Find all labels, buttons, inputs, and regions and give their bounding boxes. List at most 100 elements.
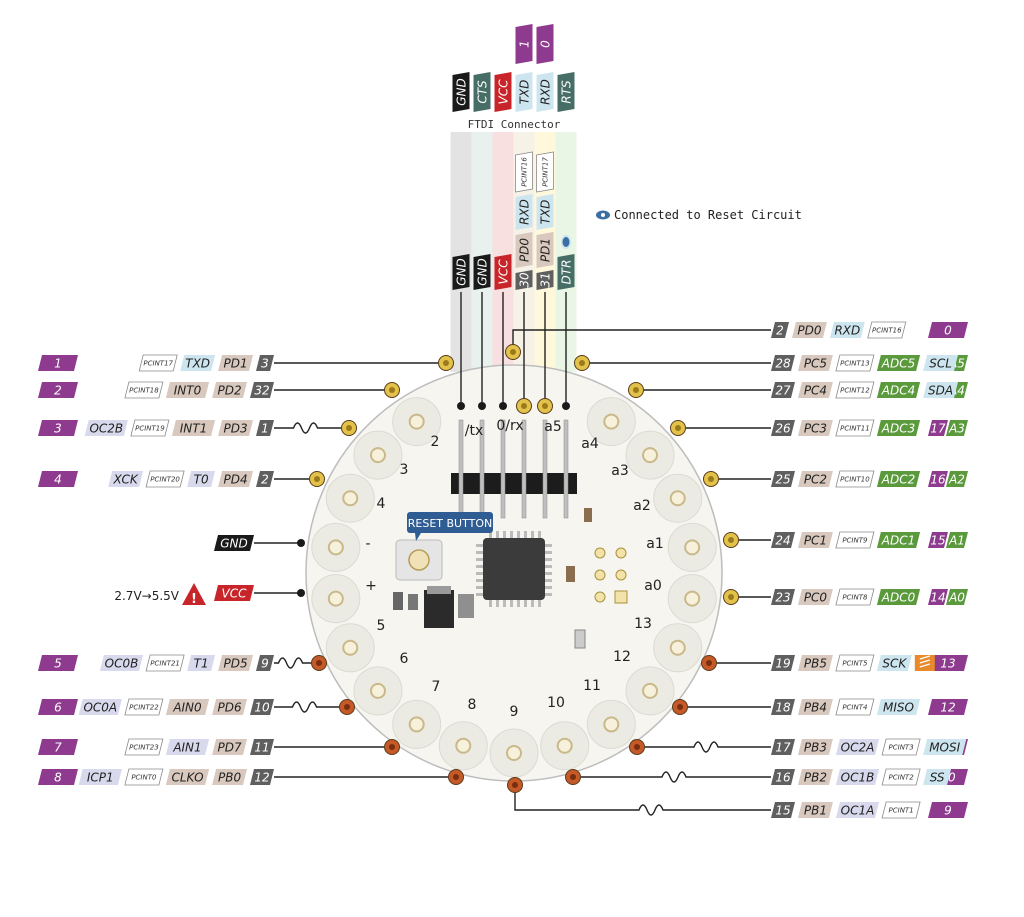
svg-text:15: 15 [775, 803, 790, 817]
pin-tag-ain0: AIN0 [165, 699, 210, 715]
pin-tag-int1: INT1 [171, 420, 216, 436]
svg-text:ADC1: ADC1 [881, 533, 915, 547]
svg-text:!: ! [191, 592, 197, 607]
pin-tag-3: 3 [256, 355, 274, 371]
pin-tag-28: 28 [771, 355, 795, 371]
svg-text:TXD: TXD [185, 356, 210, 370]
svg-text:15: 15 [930, 533, 945, 547]
svg-text:PCINT8: PCINT8 [842, 594, 868, 602]
pin-tag-pc4: PC4 [798, 382, 833, 398]
svg-text:19: 19 [775, 656, 790, 670]
pad-18 [628, 382, 644, 398]
board-pad-label: a0 [644, 578, 662, 594]
pin-tag-icp1: ICP1 [78, 769, 122, 785]
arduino-pin-14: 14 [928, 589, 948, 605]
svg-text:ADC3: ADC3 [881, 421, 915, 435]
arduino-pin-3: 3 [38, 420, 78, 436]
pin-tag-pcint16: PCINT16 [867, 321, 907, 339]
pin-tag-pcint2: PCINT2 [881, 768, 921, 786]
pin-tag-ain1: AIN1 [165, 739, 210, 755]
svg-text:1: 1 [54, 356, 62, 370]
arduino-pin-0: 0 [928, 322, 968, 338]
voltage-range: 2.7V→5.5V [114, 589, 179, 603]
pad-19 [574, 355, 590, 371]
pin-tag-pcint18: PCINT18 [124, 381, 164, 399]
svg-text:30: 30 [517, 272, 531, 288]
pin-tag-18: 18 [771, 699, 795, 715]
arduino-pin-5: 5 [38, 655, 78, 671]
pad-12 [672, 699, 688, 715]
analog-pin-a2: A2 [946, 471, 968, 487]
pad-6 [339, 699, 355, 715]
arduino-pin-7: 7 [38, 739, 78, 755]
svg-text:TXD: TXD [517, 80, 531, 105]
ftdi-board-pin-31: 31 [536, 270, 554, 290]
pin-tag-sck: SCK [876, 655, 912, 671]
pin-tag-19: 19 [771, 655, 795, 671]
board-pad-label: + [365, 578, 377, 594]
svg-text:1: 1 [261, 421, 269, 435]
svg-text:PC0: PC0 [804, 590, 828, 604]
pin-tag-32: 32 [250, 382, 274, 398]
svg-text:GND: GND [454, 258, 468, 286]
svg-text:SCK: SCK [882, 656, 907, 670]
svg-text:0: 0 [538, 40, 552, 48]
svg-text:4: 4 [54, 472, 62, 486]
reset-eye-icon [561, 235, 571, 249]
ftdi-pin-gnd: GND [452, 72, 470, 112]
pin-tag-12: 12 [250, 769, 274, 785]
svg-text:PCINT20: PCINT20 [150, 476, 180, 484]
ftdi-board-pin-rxd: RXD [515, 194, 533, 230]
svg-text:7: 7 [54, 740, 62, 754]
pin-tag-oc0b: OC0B [99, 655, 144, 671]
ftdi-board-pin-pcint16: PCINT16 [515, 151, 533, 193]
pin-tag-adc1: ADC1 [876, 532, 921, 548]
svg-text:PCINT10: PCINT10 [840, 476, 870, 484]
ftdi-board-pin-vcc: VCC [494, 254, 512, 290]
pin-tag-2: 2 [771, 322, 789, 338]
board-pad-label: 0/rx [496, 418, 523, 434]
pin-tag-t0: T0 [187, 471, 216, 487]
board-pad-label: a3 [611, 463, 629, 479]
svg-text:2: 2 [261, 472, 269, 486]
svg-text:VCC: VCC [496, 259, 510, 285]
pad-0 [505, 344, 521, 360]
svg-text:PD5: PD5 [223, 656, 247, 670]
pin-tag-sda: SDA [923, 382, 958, 398]
pin-tag-pd1: PD1 [218, 355, 253, 371]
svg-text:PD7: PD7 [217, 740, 241, 754]
svg-text:SDA: SDA [928, 383, 953, 397]
svg-text:RXD: RXD [538, 79, 552, 105]
analog-pin-a3: A3 [946, 420, 968, 436]
right-pin-18: 18A427PC4PCINT12ADC4SDA [628, 381, 968, 399]
pin-tag-pd3: PD3 [218, 420, 253, 436]
pin-tag-pcint11: PCINT11 [835, 419, 875, 437]
svg-text:PCINT5: PCINT5 [842, 660, 868, 668]
svg-text:PCINT4: PCINT4 [842, 704, 867, 712]
pin-tag-int0: INT0 [165, 382, 210, 398]
svg-text:VCC: VCC [222, 586, 248, 600]
board-pad-label: 12 [613, 649, 631, 665]
ftdi-board-pin-gnd: GND [473, 254, 491, 290]
pin-tag-ss: SS [923, 769, 952, 785]
pin-tag-pcint9: PCINT9 [835, 531, 875, 549]
board-pad-label: a1 [646, 536, 664, 552]
svg-text:18: 18 [775, 700, 791, 714]
svg-text:6: 6 [54, 700, 62, 714]
arduino-pin-2: 2 [38, 382, 78, 398]
ftdi-board-pin-30: 30 [515, 270, 533, 290]
pin-tag-pb4: PB4 [798, 699, 833, 715]
pad-8 [448, 769, 464, 785]
pad-10 [565, 769, 581, 785]
pin-tag-pcint23: PCINT23 [124, 738, 164, 756]
pin-tag-pc2: PC2 [798, 471, 833, 487]
board-pad-label: 10 [547, 695, 565, 711]
pin-tag-pcint20: PCINT20 [145, 470, 185, 488]
svg-text:PCINT12: PCINT12 [840, 387, 870, 395]
board-pad-label: 8 [468, 697, 477, 713]
pad-11 [629, 739, 645, 755]
pin-tag-pd6: PD6 [212, 699, 247, 715]
pin-wires [457, 292, 570, 414]
